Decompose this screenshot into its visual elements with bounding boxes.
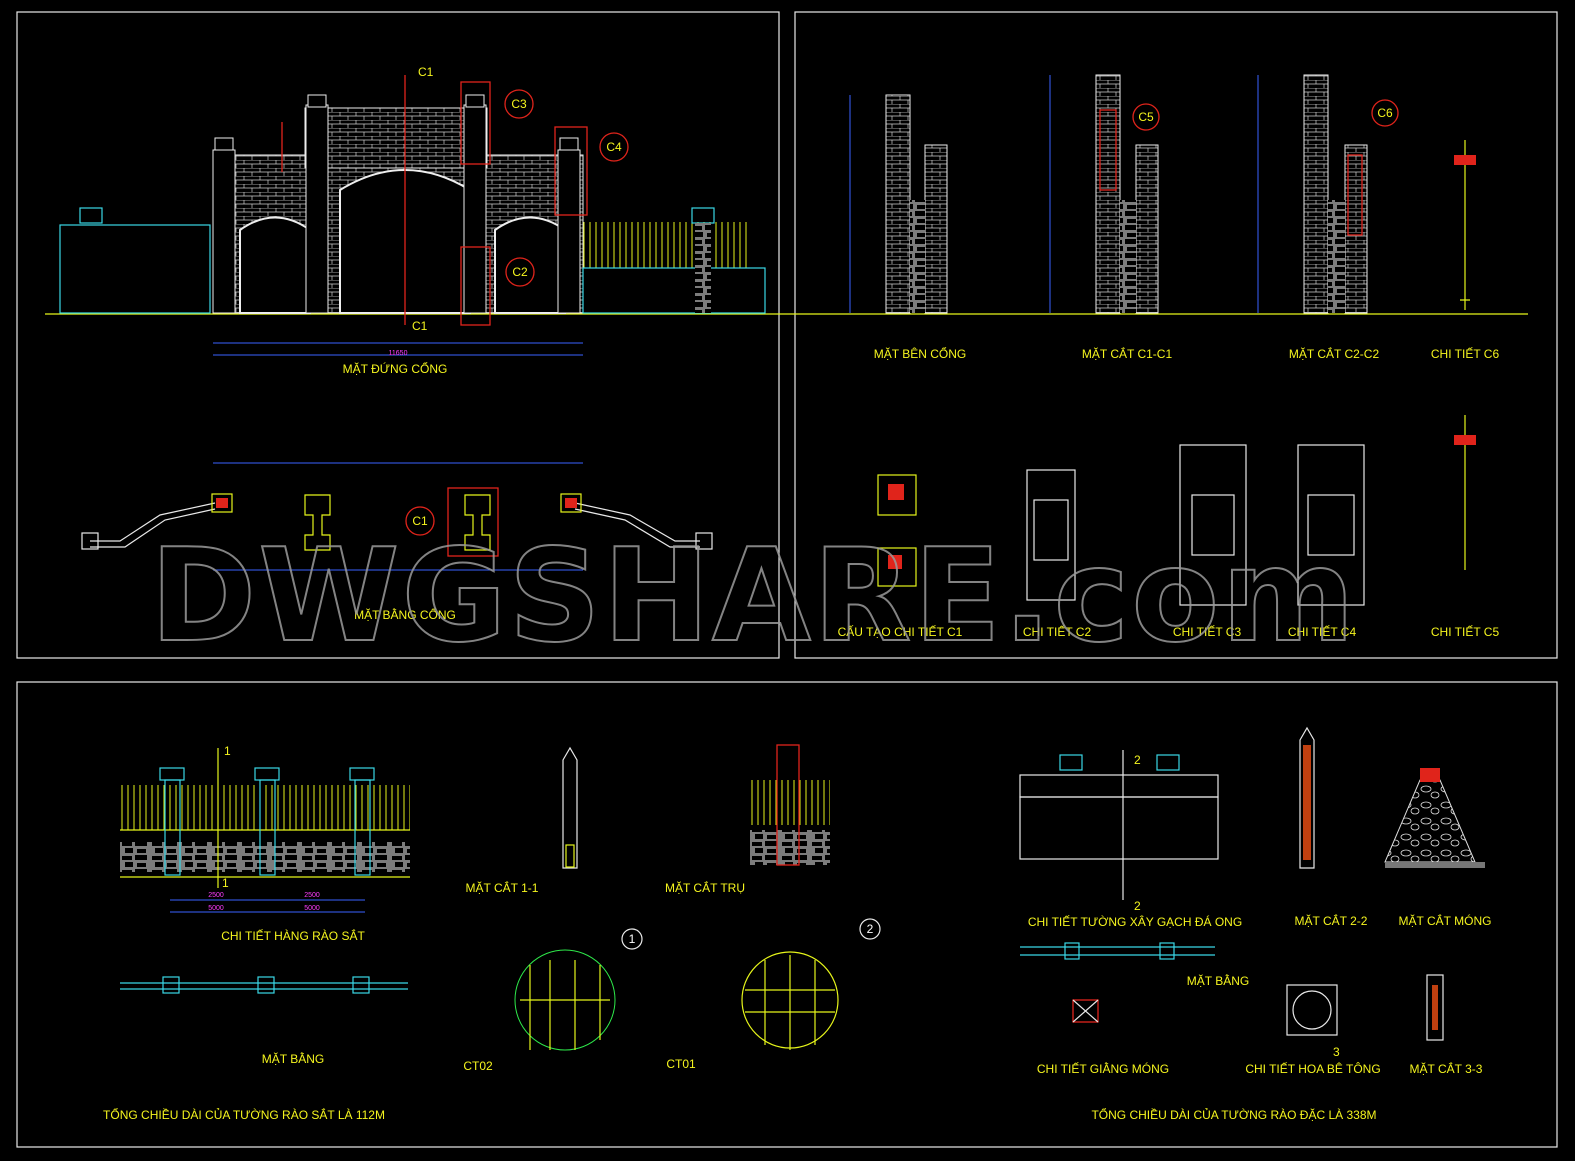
marker-2: 2 (867, 922, 874, 936)
total-solid-wall: TỔNG CHIỀU DÀI CỦA TƯỜNG RÀO ĐẶC LÀ 338M (1091, 1107, 1376, 1122)
fence-dim-4: 5000 (304, 905, 320, 912)
title-section-c1: MẶT CẮT C1-C1 (1082, 346, 1173, 361)
title-section-2-2: MẶT CẮT 2-2 (1295, 913, 1368, 928)
marker-1: 1 (629, 932, 636, 946)
section-mark-c1-bottom: C1 (412, 319, 428, 333)
side-sections (849, 74, 1476, 606)
title-iron-fence: CHI TIẾT HÀNG RÀO SẮT (221, 928, 365, 943)
title-ct01: CT01 (666, 1057, 696, 1071)
title-detail-c1: CẤU TẠO CHI TIẾT C1 (838, 624, 963, 639)
title-detail-c3: CHI TIẾT C3 (1173, 624, 1242, 639)
fence-dim-2: 2500 (304, 892, 320, 899)
title-section-c2: MẶT CẮT C2-C2 (1289, 346, 1380, 361)
callout-c3[interactable]: C3 (504, 89, 534, 119)
overall-dimension: 11650 (389, 350, 408, 357)
title-ground-beam: CHI TIẾT GIẰNG MÓNG (1037, 1061, 1169, 1076)
section-mark-c1-top: C1 (418, 65, 434, 79)
frame-bottom (16, 681, 1558, 1148)
callout-c4[interactable]: C4 (599, 132, 629, 162)
fence-dim-3: 5000 (208, 905, 224, 912)
watermark-logo: DWGSHARE.com (150, 522, 1357, 671)
title-detail-c4: CHI TIẾT C4 (1288, 624, 1357, 639)
total-iron-fence: TỔNG CHIỀU DÀI CỦA TƯỜNG RÀO SẮT LÀ 112M (103, 1107, 385, 1122)
frame-top-left (16, 11, 780, 659)
frame-top-right (794, 11, 1558, 659)
title-detail-c5: CHI TIẾT C5 (1431, 624, 1500, 639)
solid-wall-details (1019, 726, 1485, 1041)
svg-text:C5: C5 (1138, 110, 1154, 124)
section-mark-2-bottom: 2 (1134, 899, 1141, 913)
svg-text:C3: C3 (511, 97, 527, 111)
title-wall-plan: MẶT BẰNG (1187, 973, 1249, 988)
title-detail-c6: CHI TIẾT C6 (1431, 346, 1500, 361)
title-detail-c2: CHI TIẾT C2 (1023, 624, 1092, 639)
title-fence-plan: MẶT BẰNG (262, 1051, 324, 1066)
iron-fence-elevation (120, 748, 410, 994)
title-section-1-1: MẶT CẮT 1-1 (466, 880, 539, 895)
title-side-elevation: MẶT BÊN CỔNG (874, 346, 966, 361)
section-details (514, 744, 881, 1051)
callout-c6[interactable]: C6 (1371, 99, 1399, 127)
section-mark-2-top: 2 (1134, 753, 1141, 767)
section-mark-3: 3 (1333, 1045, 1340, 1059)
title-section-3-3: MẶT CẮT 3-3 (1410, 1061, 1483, 1076)
section-mark-1-top: 1 (224, 744, 231, 758)
title-concrete-flower: CHI TIẾT HOA BÊ TÔNG (1245, 1061, 1380, 1076)
gate-elevation (59, 75, 766, 356)
title-foundation-section: MẶT CẮT MÓNG (1399, 913, 1492, 928)
callout-c1[interactable]: C1 (405, 506, 435, 536)
title-section-pillar: MẶT CẮT TRỤ (665, 880, 745, 895)
section-mark-1-bottom: 1 (222, 876, 229, 890)
svg-text:C6: C6 (1377, 106, 1393, 120)
fence-dim-1: 2500 (208, 892, 224, 899)
title-stone-wall: CHI TIẾT TƯỜNG XÂY GẠCH ĐÁ ONG (1028, 914, 1242, 929)
title-ct02: CT02 (463, 1059, 493, 1073)
gate-plan (81, 462, 713, 571)
svg-text:C1: C1 (412, 514, 428, 528)
callout-c2[interactable]: C2 (505, 257, 535, 287)
svg-text:C4: C4 (606, 140, 622, 154)
title-plan: MẶT BẰNG CỔNG (354, 607, 456, 622)
callout-c5[interactable]: C5 (1132, 103, 1160, 131)
title-elevation: MẶT ĐỨNG CỔNG (343, 361, 448, 376)
svg-text:C2: C2 (512, 265, 528, 279)
